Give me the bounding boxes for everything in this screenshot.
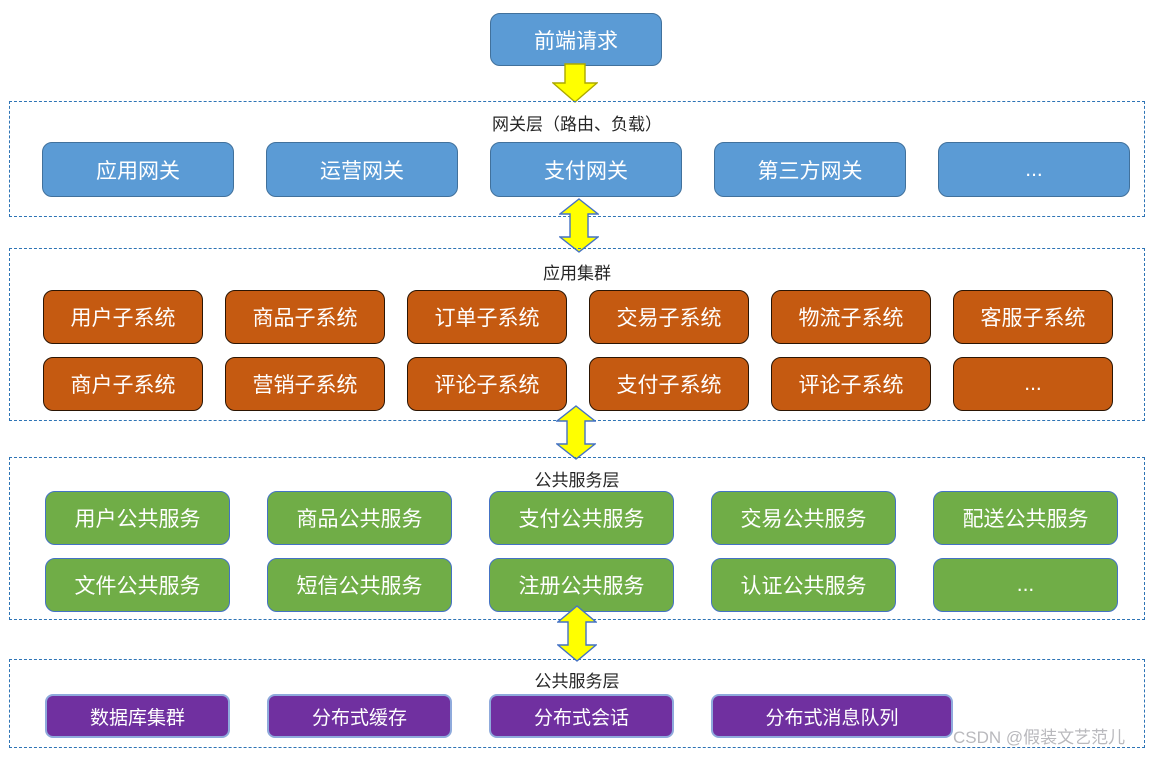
infrastructure-node: 分布式会话 xyxy=(489,694,674,738)
arrow-down-icon xyxy=(551,63,599,103)
service-node: 支付公共服务 xyxy=(489,491,674,545)
service-node: 用户公共服务 xyxy=(45,491,230,545)
service-node: 交易公共服务 xyxy=(711,491,896,545)
service-node: 文件公共服务 xyxy=(45,558,230,612)
service-node-more: ... xyxy=(933,558,1118,612)
public-services-row-2: 文件公共服务 短信公共服务 注册公共服务 认证公共服务 ... xyxy=(45,558,1118,612)
app-cluster-layer-label: 应用集群 xyxy=(543,264,611,283)
infrastructure-row: 数据库集群 分布式缓存 分布式会话 分布式消息队列 xyxy=(45,694,953,738)
subsystem-node: 商品子系统 xyxy=(225,290,385,344)
gateway-node: 运营网关 xyxy=(266,142,458,197)
subsystem-node: 商户子系统 xyxy=(43,357,203,411)
service-node: 短信公共服务 xyxy=(267,558,452,612)
subsystem-node: 客服子系统 xyxy=(953,290,1113,344)
service-node: 认证公共服务 xyxy=(711,558,896,612)
frontend-request-node: 前端请求 xyxy=(490,13,662,66)
frontend-request-label: 前端请求 xyxy=(534,29,618,53)
infrastructure-node: 分布式消息队列 xyxy=(711,694,953,738)
subsystem-node: 订单子系统 xyxy=(407,290,567,344)
service-node: 商品公共服务 xyxy=(267,491,452,545)
service-node: 配送公共服务 xyxy=(933,491,1118,545)
public-services-layer-label: 公共服务层 xyxy=(534,471,620,490)
gateway-node-more: ... xyxy=(938,142,1130,197)
gateway-node: 支付网关 xyxy=(490,142,682,197)
subsystem-node: 营销子系统 xyxy=(225,357,385,411)
arrow-double-vertical-icon xyxy=(556,605,598,662)
subsystem-node: 交易子系统 xyxy=(589,290,749,344)
service-node: 注册公共服务 xyxy=(489,558,674,612)
gateway-node: 应用网关 xyxy=(42,142,234,197)
public-services-layer: 公共服务层 用户公共服务 商品公共服务 支付公共服务 交易公共服务 配送公共服务… xyxy=(9,457,1145,620)
gateway-row: 应用网关 运营网关 支付网关 第三方网关 ... xyxy=(42,142,1130,197)
app-cluster-layer: 应用集群 用户子系统 商品子系统 订单子系统 交易子系统 物流子系统 客服子系统… xyxy=(9,248,1145,421)
arrow-double-vertical-icon xyxy=(554,405,598,460)
infrastructure-layer: 公共服务层 数据库集群 分布式缓存 分布式会话 分布式消息队列 xyxy=(9,659,1145,748)
gateway-node: 第三方网关 xyxy=(714,142,906,197)
app-cluster-row-2: 商户子系统 营销子系统 评论子系统 支付子系统 评论子系统 ... xyxy=(43,357,1113,411)
subsystem-node-more: ... xyxy=(953,357,1113,411)
infrastructure-node: 分布式缓存 xyxy=(267,694,452,738)
gateway-layer-label: 网关层（路由、负载） xyxy=(492,115,662,134)
subsystem-node: 用户子系统 xyxy=(43,290,203,344)
gateway-layer: 网关层（路由、负载） 应用网关 运营网关 支付网关 第三方网关 ... xyxy=(9,101,1145,217)
infrastructure-node: 数据库集群 xyxy=(45,694,230,738)
arrow-double-vertical-icon xyxy=(557,198,601,253)
subsystem-node: 评论子系统 xyxy=(407,357,567,411)
subsystem-node: 支付子系统 xyxy=(589,357,749,411)
watermark-text: CSDN @假装文艺范儿 xyxy=(953,728,1126,747)
subsystem-node: 物流子系统 xyxy=(771,290,931,344)
app-cluster-row-1: 用户子系统 商品子系统 订单子系统 交易子系统 物流子系统 客服子系统 xyxy=(43,290,1113,344)
subsystem-node: 评论子系统 xyxy=(771,357,931,411)
infrastructure-layer-label: 公共服务层 xyxy=(534,672,620,691)
public-services-row-1: 用户公共服务 商品公共服务 支付公共服务 交易公共服务 配送公共服务 xyxy=(45,491,1118,545)
